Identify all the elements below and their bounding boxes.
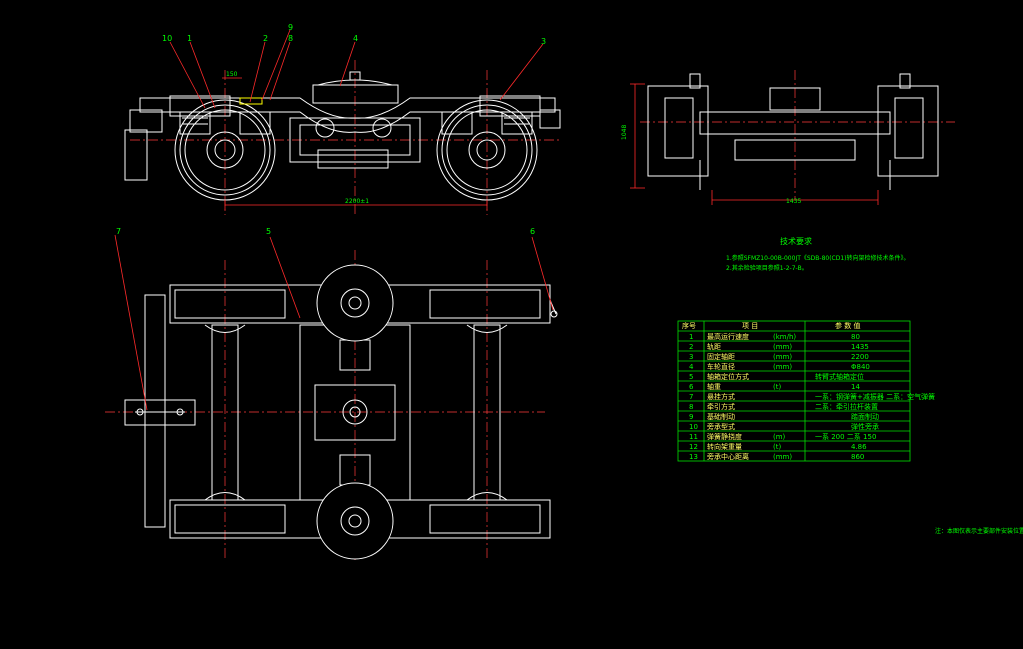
table-cell-item: 固定轴距 [707,352,735,361]
table-cell-value: 860 [851,453,864,461]
plan-view: 7 5 6 [105,227,558,560]
table-cell-unit: (t) [773,443,781,451]
end-view: 1048 1435 [621,70,955,205]
table-cell-unit: (mm) [773,363,792,371]
table-cell-item: 基础制动 [707,412,735,421]
table-header-no: 序号 [682,321,696,330]
table-cell-item: 最高运行速度 [707,332,749,341]
table-cell-no: 11 [689,433,698,441]
table-cell-item: 牵引方式 [707,402,735,411]
callout-1: 1 [187,34,192,43]
notes-title: 技术要求 [780,236,812,246]
table-cell-unit: (mm) [773,453,792,461]
table-cell-no: 4 [689,363,694,371]
table-cell-item: 旁承中心距离 [707,452,749,461]
spec-table: 序号 项 目 参 数 值 1 最高运行速度 (km/h) 80 2 轨距 (mm) 1435 3 固定轴… [677,320,935,462]
small-top-dimension: 150 [226,71,238,78]
table-cell-value: 14 [851,383,860,391]
callout-2: 2 [263,34,268,43]
side-width-dimension: 1435 [786,198,801,205]
table-cell-no: 8 [689,403,693,411]
table-cell-no: 10 [689,423,698,431]
table-cell-item: 轴箱定位方式 [707,372,749,381]
table-cell-value: 80 [851,333,860,341]
table-cell-item: 轴重 [707,382,721,391]
table-cell-item: 弹簧静挠度 [707,432,742,441]
side-callouts: 10 1 2 9 8 4 3 [162,23,546,109]
table-cell-no: 1 [689,333,693,341]
callout-4: 4 [353,34,358,43]
table-cell-unit: (t) [773,383,781,391]
table-cell-value: 一系 200 二系 150 [815,432,876,441]
callout-9: 9 [288,23,293,32]
table-cell-no: 9 [689,413,693,421]
table-cell-unit: (m) [773,433,786,441]
table-cell-value: 弹性旁承 [851,422,879,431]
table-cell-value: 踏面制动 [851,412,879,421]
table-cell-value: 4.86 [851,443,867,451]
table-cell-value: 2200 [851,353,869,361]
table-cell-value: Φ840 [851,363,870,371]
side-view: 2200±1 150 10 1 2 9 8 4 3 [124,23,561,215]
table-header-item: 项 目 [742,322,758,330]
table-cell-no: 12 [689,443,698,451]
table-cell-item: 轨距 [707,342,721,351]
table-cell-no: 6 [689,383,694,391]
technical-notes: 技术要求 1.参照SFMZ10-00B-000JT《SDB-80(CD1)转向架… [726,236,910,272]
table-cell-value: 二系：牵引拉杆装置 [815,402,878,411]
table-cell-item: 悬挂方式 [707,392,735,401]
wheelbase-dimension: 2200±1 [345,198,369,205]
table-cell-no: 3 [689,353,693,361]
callout-5: 5 [266,227,271,236]
callout-8: 8 [288,34,293,43]
table-cell-no: 13 [689,453,698,461]
table-cell-unit: (mm) [773,353,792,361]
callout-6: 6 [530,227,535,236]
side-height-dimension: 1048 [621,125,628,140]
callout-3: 3 [541,37,546,46]
table-cell-unit: (km/h) [773,333,796,341]
callout-10: 10 [162,34,172,43]
table-cell-item: 车轮直径 [707,362,735,371]
table-cell-item: 旁承型式 [707,422,735,431]
footnote: 注：本图仅表示主要部件安装位置关系 [935,527,1023,535]
table-cell-no: 5 [689,373,693,381]
table-cell-value: 一系：钢弹簧+减振器 二系：空气弹簧 [815,392,935,401]
table-cell-unit: (mm) [773,343,792,351]
callout-7: 7 [116,227,121,236]
table-cell-no: 7 [689,393,693,401]
table-header-value: 参 数 值 [835,321,860,330]
table-cell-value: 转臂式轴箱定位 [815,372,864,381]
table-cell-value: 1435 [851,343,869,351]
notes-line-2: 2.其余检验项目参照1-2-7-B。 [726,264,808,272]
notes-line-1: 1.参照SFMZ10-00B-000JT《SDB-80(CD1)转向架检修技术条… [726,254,910,262]
table-cell-item: 转向架重量 [707,442,742,451]
side-frame [124,71,561,181]
table-cell-no: 2 [689,343,693,351]
